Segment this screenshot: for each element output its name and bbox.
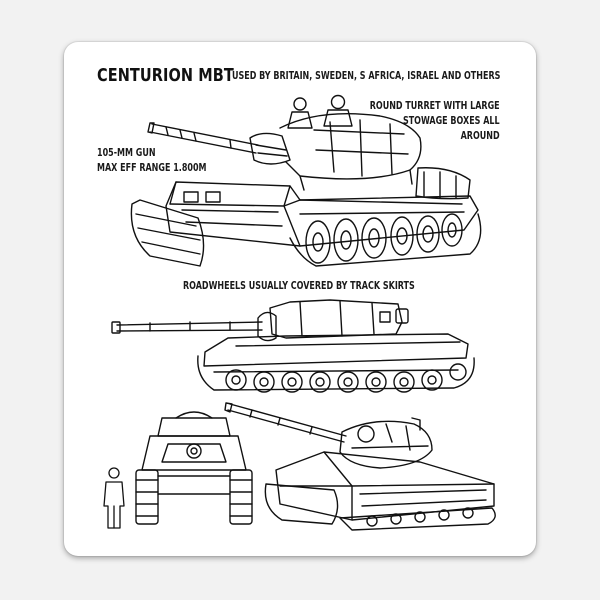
turret-note-line-2: STOWAGE BOXES ALL: [403, 115, 500, 127]
gun-note-line-1: 105-MM GUN: [97, 147, 156, 159]
wheels-note: ROADWHEELS USUALLY COVERED BY TRACK SKIR…: [183, 280, 415, 292]
gun-note: 105-MM GUN MAX EFF RANGE 1.800M: [97, 146, 207, 176]
sheet-title: CENTURION MBT: [97, 66, 234, 86]
tank-side-drawing: [112, 300, 474, 392]
turret-note-line-3: AROUND: [460, 130, 500, 142]
turret-note: ROUND TURRET WITH LARGE STOWAGE BOXES AL…: [370, 99, 500, 144]
tank-three-quarter-drawing: [131, 96, 480, 267]
sheet-subtitle: USED BY BRITAIN, SWEDEN, S AFRICA, ISRAE…: [232, 70, 501, 82]
gun-note-line-2: MAX EFF RANGE 1.800M: [97, 162, 207, 174]
tank-rear-quarter-drawing: [225, 403, 495, 530]
human-figure-scale-icon: [104, 468, 124, 528]
tank-front-drawing: [136, 412, 252, 524]
turret-note-line-1: ROUND TURRET WITH LARGE: [370, 100, 500, 112]
